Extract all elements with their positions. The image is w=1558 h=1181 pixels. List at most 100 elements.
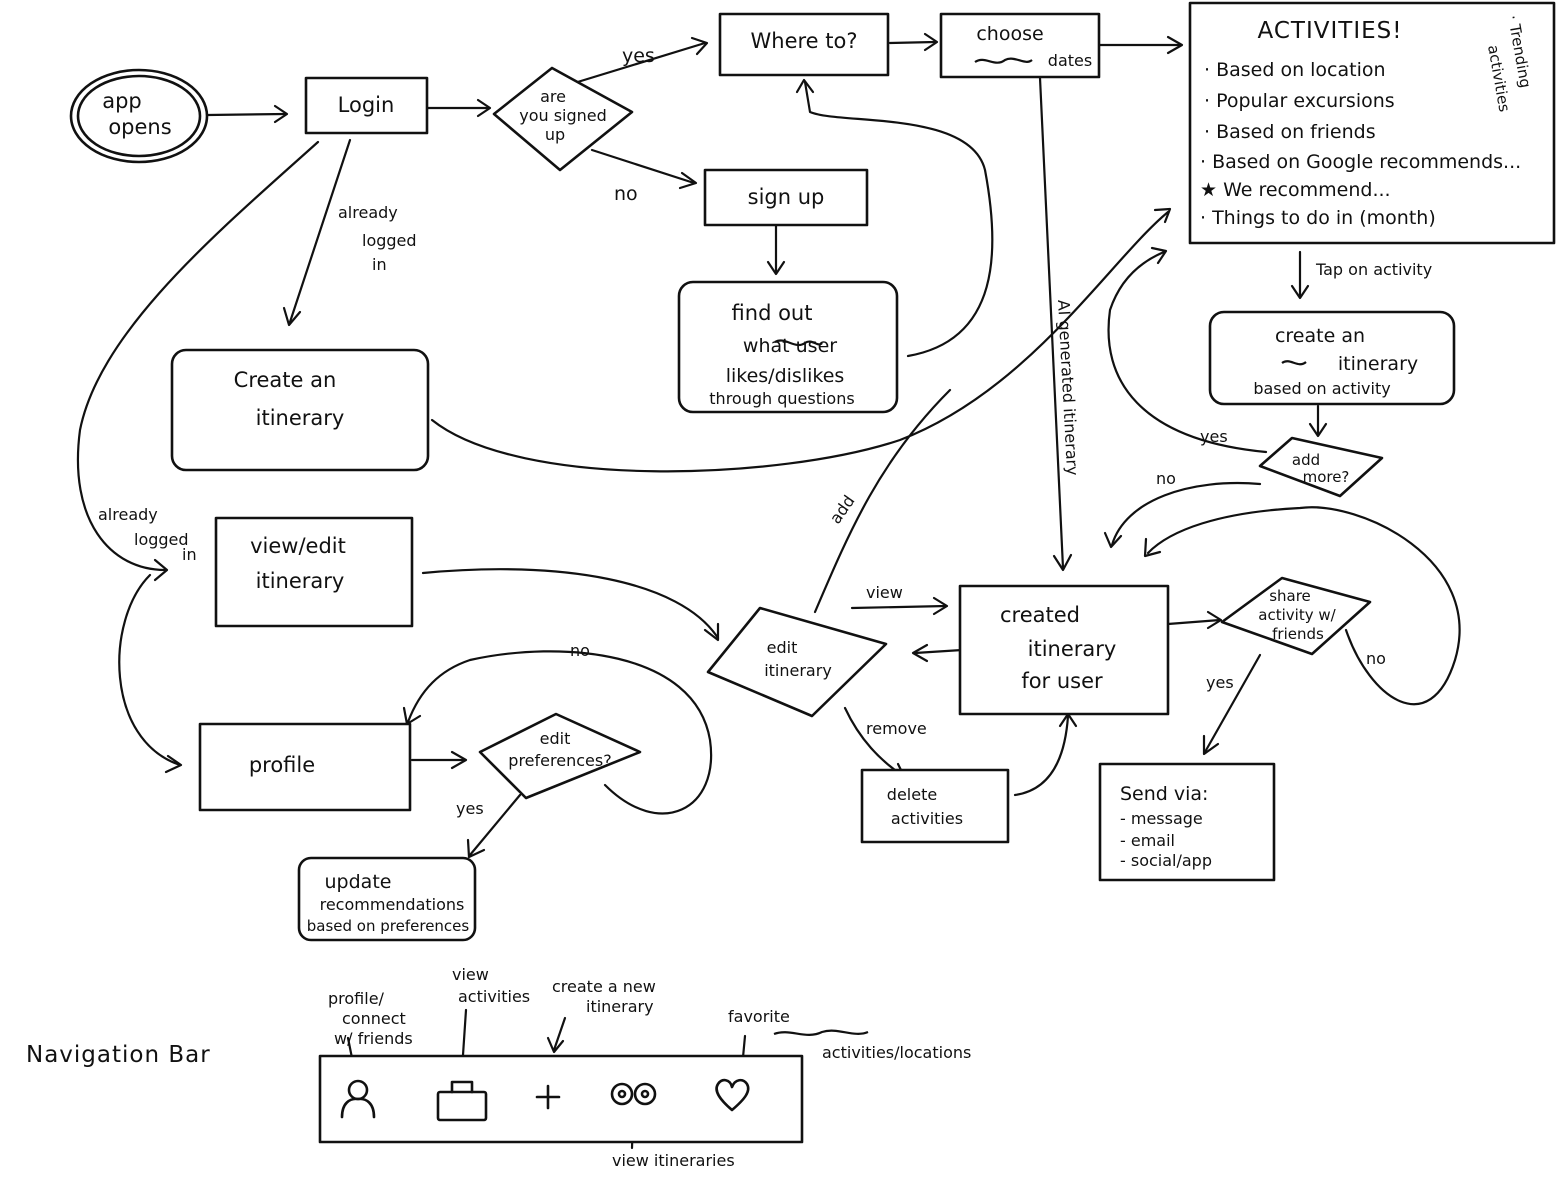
nav-title: Navigation Bar xyxy=(26,1042,211,1068)
node-update-recommendations: update recommendations based on preferen… xyxy=(297,856,477,942)
where-to-label: Where to? xyxy=(751,29,858,53)
edges xyxy=(76,32,1461,859)
signed-up-label-3: up xyxy=(545,125,565,144)
edit-itinerary-label-1: edit xyxy=(767,638,798,657)
nav-annotation-favorite-2: activities/locations xyxy=(822,1043,971,1062)
activities-item-5: ★ We recommend... xyxy=(1200,179,1391,201)
edge-no-to-signup xyxy=(590,148,696,185)
node-where-to: Where to? xyxy=(718,12,890,77)
node-view-edit-itinerary: view/edit itinerary xyxy=(214,516,414,628)
activities-item-2: · Popular excursions xyxy=(1204,90,1395,112)
edge-edititinerary-view-to-created xyxy=(850,604,948,610)
label-already-logged-1a: already xyxy=(338,203,398,222)
node-delete-activities: delete activities xyxy=(860,768,1010,844)
send-via-label-1: Send via: xyxy=(1120,783,1208,805)
label-add: add xyxy=(826,492,859,528)
plus-icon[interactable] xyxy=(535,1084,561,1110)
send-via-label-2: - message xyxy=(1120,809,1203,828)
send-via-label-4: - social/app xyxy=(1120,851,1212,870)
edge-editprefs-no-to-profile xyxy=(406,650,713,815)
briefcase-icon[interactable] xyxy=(436,1080,488,1122)
add-more-label-2: more? xyxy=(1303,468,1350,486)
nav-annotation-profile-3: w/ friends xyxy=(334,1029,413,1048)
node-send-via: Send via: - message - email - social/app xyxy=(1098,762,1276,882)
nav-annotation-create-1: create a new xyxy=(552,977,656,996)
choose-dates-label-2: dates xyxy=(1048,51,1092,70)
node-created-itinerary: created itinerary for user xyxy=(958,584,1170,716)
label-no-profile: no xyxy=(570,641,590,660)
label-no-share: no xyxy=(1366,649,1386,668)
share-label-1: share xyxy=(1269,587,1311,605)
create-itinerary-label-2: itinerary xyxy=(256,406,345,430)
create-based-label-2: itinerary xyxy=(1338,353,1418,375)
find-out-label-4: through questions xyxy=(709,389,854,408)
nav-annotation-activities-1: view xyxy=(452,965,489,984)
edge-app-to-login xyxy=(206,112,287,117)
decision-edit-itinerary: edit itinerary xyxy=(706,606,888,718)
edge-addmore-yes-to-activities xyxy=(1107,250,1268,454)
activities-item-1: · Based on location xyxy=(1204,59,1386,81)
delete-label-2: activities xyxy=(891,809,963,828)
edge-share-yes-to-sendvia xyxy=(1203,653,1262,754)
label-tap-on-activity: Tap on activity xyxy=(1315,260,1432,279)
label-no-add-more: no xyxy=(1156,469,1176,488)
decision-signed-up: are you signed up xyxy=(492,66,634,172)
node-create-based-on-activity: create an itinerary based on activity xyxy=(1208,310,1456,406)
create-based-label-3: based on activity xyxy=(1253,379,1390,398)
label-already-logged-1c: in xyxy=(372,255,387,274)
add-more-label-1: add xyxy=(1292,451,1320,469)
edge-findout-to-whereto xyxy=(803,80,994,358)
label-already-logged-1b: logged xyxy=(362,231,417,250)
edge-viewedit-to-profile xyxy=(118,573,182,767)
edge-login-to-create xyxy=(288,138,352,324)
navigation-bar xyxy=(318,1054,804,1144)
binoculars-icon[interactable] xyxy=(610,1082,657,1106)
activities-title: ACTIVITIES! xyxy=(1258,18,1403,44)
login-label: Login xyxy=(338,93,395,117)
label-already-logged-2b: logged xyxy=(134,530,189,549)
person-icon[interactable] xyxy=(340,1079,376,1119)
find-out-label-3: likes/dislikes xyxy=(726,365,845,387)
edit-prefs-label-2: preferences? xyxy=(508,751,611,770)
edge-create-to-activities xyxy=(430,210,1170,473)
find-out-label-1: find out xyxy=(732,301,813,325)
edge-addmore-no-to-created xyxy=(1110,482,1262,547)
choose-dates-label-1: choose xyxy=(976,23,1043,45)
edge-created-to-edititinerary xyxy=(913,648,964,655)
label-view: view xyxy=(866,583,903,602)
label-yes-top: yes xyxy=(622,45,655,67)
profile-label: profile xyxy=(249,753,315,777)
edge-login-to-viewedit xyxy=(76,140,320,572)
node-choose-dates: choose dates xyxy=(939,12,1101,79)
decision-edit-preferences: edit preferences? xyxy=(478,712,642,800)
update-label-1: update xyxy=(325,871,392,893)
view-edit-label-2: itinerary xyxy=(256,569,345,593)
edge-dates-to-created xyxy=(1038,76,1065,570)
edit-itinerary-label-2: itinerary xyxy=(764,661,832,680)
node-profile: profile xyxy=(198,722,412,812)
edge-viewedit-to-edititinerary xyxy=(421,568,720,640)
activities-item-4: · Based on Google recommends... xyxy=(1200,151,1521,173)
start-node-app-opens: app opens xyxy=(69,68,209,164)
navigation-bar-section: Navigation Bar profile/ connect w/ frien… xyxy=(26,965,971,1170)
created-label-2: itinerary xyxy=(1028,637,1117,661)
activities-item-6: · Things to do in (month) xyxy=(1200,207,1436,229)
edge-edititinerary-add-to-activities xyxy=(813,388,952,614)
update-label-3: based on preferences xyxy=(307,917,470,935)
edge-share-no-to-created xyxy=(1146,506,1461,706)
signed-up-label-1: are xyxy=(540,87,566,106)
edge-delete-to-created xyxy=(1013,714,1070,797)
activities-item-3: · Based on friends xyxy=(1204,121,1376,143)
node-sign-up: sign up xyxy=(703,168,869,227)
node-create-itinerary: Create an itinerary xyxy=(170,348,430,472)
label-yes-prefs: yes xyxy=(456,799,484,818)
nodes: app opens Login are you signed up Where … xyxy=(69,1,1556,942)
nav-annotation-itineraries: view itineraries xyxy=(612,1151,735,1170)
signed-up-label-2: you signed xyxy=(519,106,607,125)
label-already-logged-2c: in xyxy=(182,545,197,564)
share-label-2: activity w/ xyxy=(1258,606,1336,624)
label-already-logged-2a: already xyxy=(98,505,158,524)
node-activities: ACTIVITIES! · Based on location · Popula… xyxy=(1188,1,1556,245)
label-yes-share: yes xyxy=(1206,673,1234,692)
heart-icon[interactable] xyxy=(715,1078,750,1112)
